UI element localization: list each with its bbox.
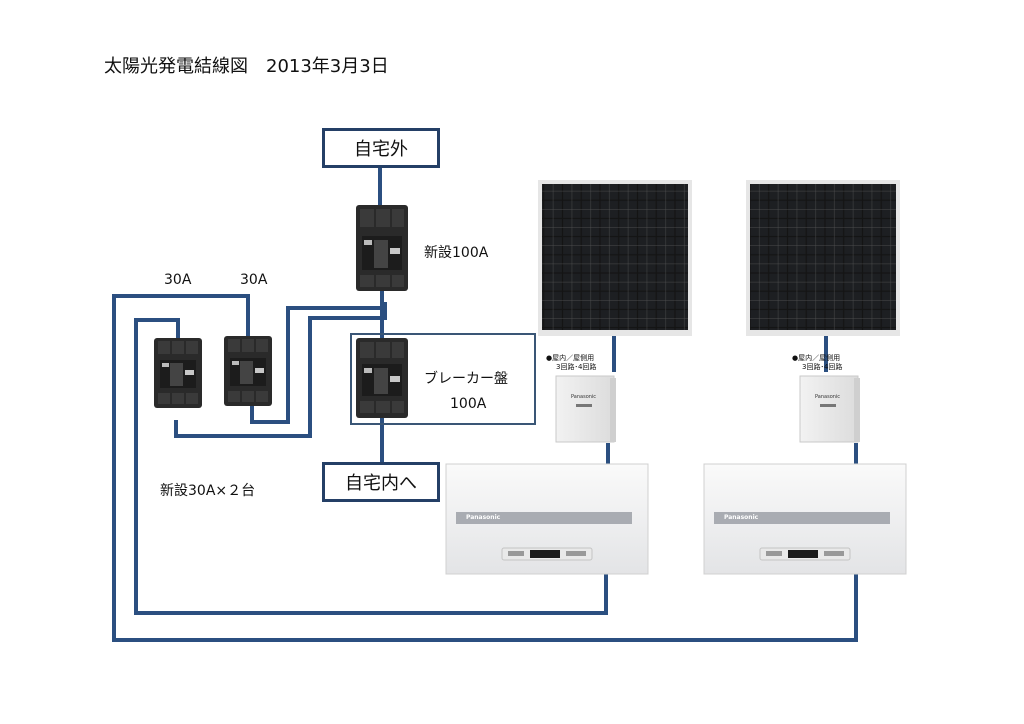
breaker-30a-left	[154, 338, 202, 408]
inside-box-label: 自宅内へ	[345, 473, 417, 494]
wire-loop-inverter-2	[112, 294, 858, 642]
inside-box: 自宅内へ	[322, 462, 440, 502]
wire-loop-inverter-1	[134, 318, 608, 615]
breaker-b-label: 30A	[240, 272, 268, 288]
wires	[112, 168, 858, 642]
main-breaker-label: 新設100A	[424, 245, 489, 261]
main-breaker	[356, 205, 408, 291]
breaker-panel-frame	[350, 333, 536, 425]
breaker-30a-right	[224, 336, 272, 406]
wire-tap-right	[250, 306, 385, 424]
outside-box: 自宅外	[322, 128, 440, 168]
junction-box-2-line1: ●屋内／屋側用	[792, 354, 841, 362]
junction-box-2-brand: Panasonic	[815, 394, 841, 400]
outside-box-label: 自宅外	[354, 139, 408, 160]
inverter-2	[703, 463, 907, 575]
junction-box-1	[555, 375, 616, 443]
junction-box-2-line2: 3回路･4回路	[802, 363, 843, 371]
panel-rating-label: 100A	[450, 396, 487, 412]
junction-box-2	[799, 375, 860, 443]
solar-panel-1	[538, 180, 692, 336]
solar-panel-2	[746, 180, 900, 336]
wire-tap-left	[174, 302, 387, 438]
breaker-a-label: 30A	[164, 272, 192, 288]
junction-box-1-caption: ●屋内／屋側用 3回路･4回路	[546, 354, 596, 372]
page-title: 太陽光発電結線図 2013年3月3日	[104, 56, 389, 77]
inverter-2-brand: Panasonic	[724, 514, 759, 521]
panel-breaker	[356, 338, 408, 418]
junction-box-1-line1: ●屋内／屋側用	[546, 354, 595, 362]
inverter-1-brand: Panasonic	[466, 514, 501, 521]
inverter-1	[445, 463, 649, 575]
junction-box-1-line2: 3回路･4回路	[556, 363, 597, 371]
junction-box-2-caption: ●屋内／屋側用 3回路･4回路	[792, 354, 842, 372]
new-breakers-label: 新設30A×２台	[160, 483, 256, 499]
panel-name-label: ブレーカー盤	[424, 371, 508, 387]
junction-box-1-brand: Panasonic	[571, 394, 597, 400]
